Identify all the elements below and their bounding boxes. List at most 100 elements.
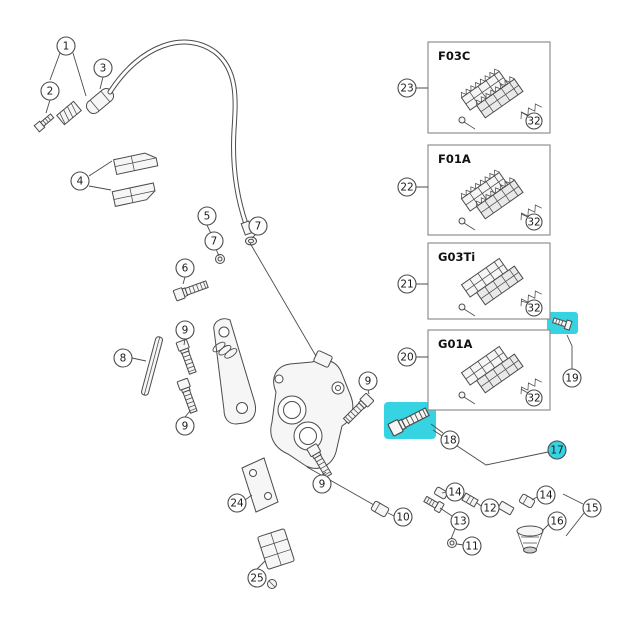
svg-text:5: 5 [204,211,211,223]
part-bleed-nipple [461,492,479,508]
callout-32-f01a[interactable]: 32 [525,213,543,231]
callout-2[interactable]: 2 [40,81,60,101]
callout-9-b[interactable]: 9 [175,416,195,436]
svg-text:3: 3 [100,63,107,75]
svg-text:7: 7 [211,236,218,248]
callout-32-g01a[interactable]: 32 [525,389,543,407]
part-bleed-screw-small [423,495,445,513]
callout-24[interactable]: 24 [227,493,247,513]
part-mount-bolt-a [175,338,199,376]
pad-model-label: G03Ti [438,250,475,264]
svg-text:21: 21 [400,279,413,291]
callout-14-b[interactable]: 14 [536,485,556,505]
part-bleed-plug [370,500,390,518]
part-pad-spring-coil [212,341,238,359]
svg-text:20: 20 [400,352,413,364]
svg-text:32: 32 [527,303,540,315]
svg-text:10: 10 [396,512,409,524]
callout-6[interactable]: 6 [175,258,195,278]
svg-text:32: 32 [527,217,540,229]
part-fixing-bolt [172,278,210,302]
leader-lines [45,52,585,570]
part-bleed-screw-highlighted [552,317,573,331]
callout-9-d[interactable]: 9 [312,474,332,494]
svg-text:9: 9 [182,421,189,433]
svg-text:32: 32 [527,393,540,405]
callout-9-a[interactable]: 9 [175,320,195,340]
callout-19[interactable]: 19 [562,368,582,388]
svg-text:8: 8 [120,353,127,365]
svg-text:9: 9 [319,479,326,491]
callout-4[interactable]: 4 [70,171,90,191]
part-caliper-body [270,350,354,469]
part-washer [245,236,257,246]
callout-22[interactable]: 22 [397,177,417,197]
svg-text:18: 18 [443,435,456,447]
svg-text:9: 9 [365,376,372,388]
svg-text:32: 32 [527,116,540,128]
callout-16[interactable]: 16 [547,511,567,531]
part-mount-bolt-b [176,377,200,415]
pad-model-label: F03C [438,49,470,63]
svg-text:4: 4 [77,176,84,188]
svg-text:14: 14 [539,490,553,502]
callout-7-a[interactable]: 7 [204,231,224,251]
callout-12[interactable]: 12 [480,498,500,518]
callout-21[interactable]: 21 [397,274,417,294]
svg-text:12: 12 [483,503,496,515]
callout-14-a[interactable]: 14 [445,482,465,502]
callout-10[interactable]: 10 [393,507,413,527]
callout-17-highlighted[interactable]: 17 [547,440,567,460]
callout-7-b[interactable]: 7 [248,216,268,236]
part-bleed-oring [447,538,457,548]
callout-11[interactable]: 11 [462,536,482,556]
callout-1[interactable]: 1 [56,36,76,56]
svg-text:14: 14 [448,487,462,499]
callout-32-f03c[interactable]: 32 [525,112,543,130]
svg-text:16: 16 [550,516,564,528]
svg-text:22: 22 [400,182,413,194]
part-funnel-adapter [497,500,515,516]
pad-model-label: F01A [438,152,471,166]
callout-5[interactable]: 5 [197,206,217,226]
svg-text:23: 23 [400,83,413,95]
svg-text:6: 6 [182,263,189,275]
part-caliper-adapter [213,318,257,425]
svg-text:2: 2 [47,86,54,98]
callout-9-c[interactable]: 9 [358,371,378,391]
part-cap-b [518,493,536,509]
callout-25[interactable]: 25 [247,568,267,588]
svg-text:19: 19 [565,373,578,385]
svg-text:1: 1 [63,41,70,53]
part-pad-plate [241,457,279,513]
part-pad-spacer [257,528,295,570]
callout-20[interactable]: 20 [397,347,417,367]
callout-15[interactable]: 15 [582,498,602,518]
part-oring [215,254,225,264]
caliper-to-bleed-line [306,466,375,506]
callout-8[interactable]: 8 [113,348,133,368]
callout-18[interactable]: 18 [440,430,460,450]
svg-text:17: 17 [550,445,563,457]
part-snap-retainer [141,336,163,396]
part-hose-connector [56,100,82,126]
callout-3[interactable]: 3 [93,58,113,78]
svg-text:24: 24 [230,498,244,510]
svg-text:13: 13 [453,516,466,528]
callout-13[interactable]: 13 [450,511,470,531]
part-hose-connect-insert [33,113,55,133]
part-clamp-upper [113,152,159,176]
callout-23[interactable]: 23 [397,78,417,98]
svg-text:9: 9 [182,325,189,337]
svg-text:11: 11 [465,541,478,553]
part-spacer-screw [267,579,277,589]
part-clamp-lower [111,182,156,207]
part-brake-hose [107,39,249,227]
part-oil-funnel [516,525,544,554]
callout-32-g03ti[interactable]: 32 [525,299,543,317]
svg-text:15: 15 [585,503,598,515]
svg-text:25: 25 [250,573,263,585]
pad-model-label: G01A [438,337,472,351]
